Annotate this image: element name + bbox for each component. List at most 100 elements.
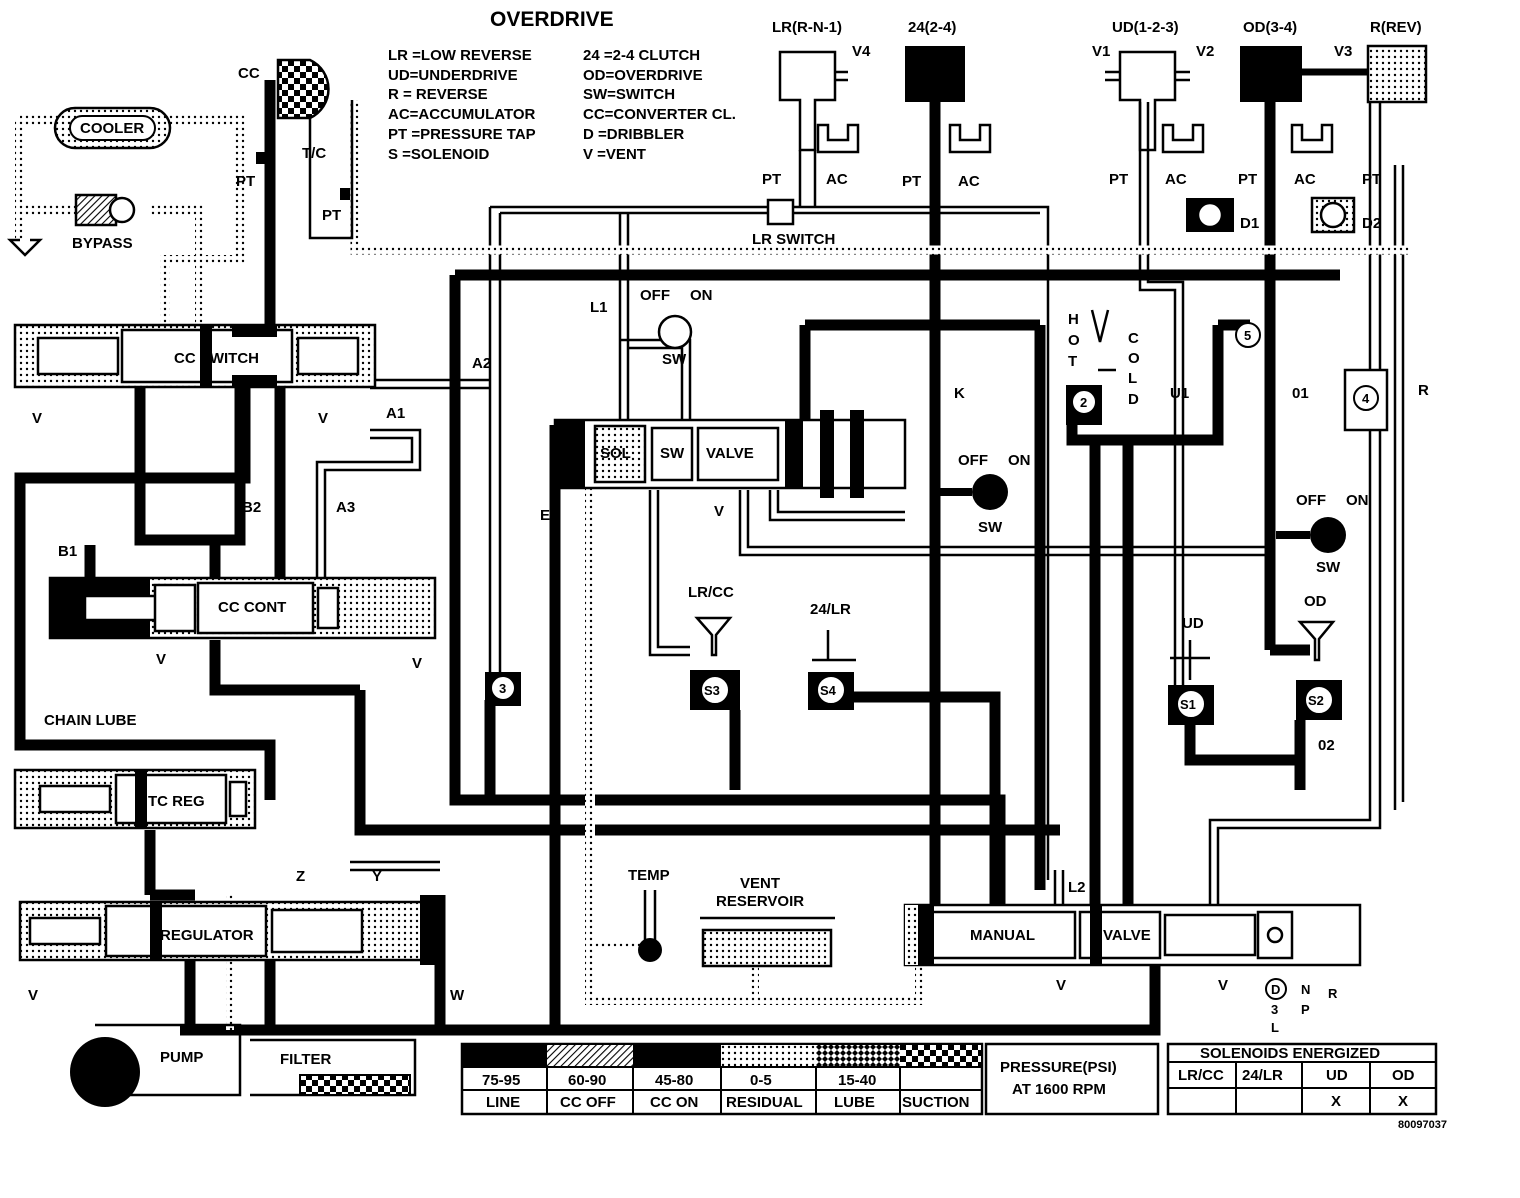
- legend-name-suction: SUCTION: [902, 1094, 970, 1111]
- pt-label-rev: PT: [1362, 171, 1381, 188]
- torque-converter: [276, 58, 354, 240]
- clutch-rev-label: R(REV): [1370, 19, 1422, 36]
- s4-name: 24/LR: [810, 601, 851, 618]
- legend-name-ccoff: CC OFF: [560, 1094, 616, 1111]
- abbrev-v: V =VENT: [583, 146, 646, 163]
- solenoid-switch-valve: [553, 410, 907, 498]
- vent-cc-switch-left: V: [32, 410, 42, 427]
- a1-label: A1: [386, 405, 405, 422]
- cold-d: D: [1128, 391, 1139, 408]
- legend-name-lube: LUBE: [834, 1094, 875, 1111]
- legend-name-ccon: CC ON: [650, 1094, 698, 1111]
- vent-sol-valve: V: [714, 503, 724, 520]
- od-clutch: [1240, 46, 1302, 102]
- legend-range-lube: 15-40: [838, 1072, 876, 1089]
- abbrev-od: OD=OVERDRIVE: [583, 67, 703, 84]
- pt-label-od: PT: [1238, 171, 1257, 188]
- ud-clutch: V1 V2: [1092, 43, 1214, 152]
- l1-sw: SW: [662, 351, 687, 368]
- detent-r: R: [1328, 986, 1338, 1001]
- k-label: K: [954, 385, 965, 402]
- clutch-ud-label: UD(1-2-3): [1112, 19, 1179, 36]
- legend-range-ccon: 45-80: [655, 1072, 693, 1089]
- c24-on: ON: [1008, 452, 1031, 469]
- vent-reservoir-label-1: VENT: [740, 875, 780, 892]
- rev-clutch: [1366, 44, 1428, 104]
- cooler-label: COOLER: [80, 120, 144, 137]
- valve-label: VALVE: [706, 445, 754, 462]
- abbrev-d: D =DRIBBLER: [583, 126, 684, 143]
- ac-label-ud: AC: [1165, 171, 1187, 188]
- top-tap-labels: PT AC PT AC PT AC PT AC PT: [762, 171, 1381, 190]
- l2-label: L2: [1068, 879, 1086, 896]
- b1-label: B1: [58, 543, 77, 560]
- legend-range-ccoff: 60-90: [568, 1072, 606, 1089]
- abbrev-r: R = REVERSE: [388, 86, 488, 103]
- w-label: W: [450, 987, 465, 1004]
- hot-t: T: [1068, 353, 1077, 370]
- figure-id: 80097037: [1398, 1119, 1447, 1131]
- sol-table-v2: X: [1331, 1093, 1341, 1110]
- od-off: OFF: [1296, 492, 1326, 509]
- abbrev-s: S =SOLENOID: [388, 146, 489, 163]
- sw-valve-label: SW: [660, 445, 685, 462]
- abbrev-24: 24 =2-4 CLUTCH: [583, 47, 700, 64]
- sol-table-h0: LR/CC: [1178, 1067, 1224, 1084]
- detent-positions: D 3 L N P R: [1265, 978, 1338, 1035]
- ac-label-lr: AC: [826, 171, 848, 188]
- detent-l: L: [1271, 1020, 1279, 1035]
- solenoids-energized-table: SOLENOIDS ENERGIZED LR/CC 24/LR UD OD X …: [1166, 1042, 1438, 1116]
- line-pressure-pipes: [14, 80, 1340, 1036]
- vent-reservoir: [700, 916, 835, 968]
- cc-switch-valve: [13, 323, 377, 389]
- regulator-valve: [18, 895, 442, 965]
- pump: [70, 1037, 140, 1107]
- vent-reservoir-label-2: RESERVOIR: [716, 893, 804, 910]
- c24-off: OFF: [958, 452, 988, 469]
- o2-label: 02: [1318, 737, 1335, 754]
- c24-clutch: [905, 46, 965, 102]
- ac-label-24: AC: [958, 173, 980, 190]
- pressure-legend: 75-95 60-90 45-80 0-5 15-40 LINE CC OFF …: [460, 1042, 984, 1116]
- pt-label-ud: PT: [1109, 171, 1128, 188]
- od-pressure-switch: [1310, 517, 1346, 553]
- check-5: 5: [1244, 328, 1251, 343]
- c24-sw: SW: [978, 519, 1003, 536]
- lr-switch-label: LR SWITCH: [752, 231, 835, 248]
- s2-name: OD: [1304, 593, 1327, 610]
- od-v3-label: V3: [1334, 43, 1352, 60]
- lr-v4-label: V4: [852, 43, 871, 60]
- cc-switch-label: CC SWITCH: [174, 350, 259, 367]
- sol-table-h2: UD: [1326, 1067, 1348, 1084]
- u1-label: U1: [1170, 385, 1189, 402]
- pressure-title-2: AT 1600 RPM: [1012, 1081, 1106, 1098]
- manual-label: MANUAL: [970, 927, 1035, 944]
- cc-cont-label: CC CONT: [218, 599, 286, 616]
- od-sw: SW: [1316, 559, 1341, 576]
- l1-off: OFF: [640, 287, 670, 304]
- accumulators: [816, 123, 1334, 154]
- cc-control-valve: [48, 576, 437, 640]
- pressure-title-box: PRESSURE(PSI) AT 1600 RPM: [984, 1042, 1160, 1116]
- temp-label: TEMP: [628, 867, 670, 884]
- abbrev-cc: CC=CONVERTER CL.: [583, 106, 736, 123]
- legend-name-residual: RESIDUAL: [726, 1094, 803, 1111]
- detent-d: D: [1271, 982, 1280, 997]
- l1-label: L1: [590, 299, 608, 316]
- s1-name: UD: [1182, 615, 1204, 632]
- check-4: 4: [1362, 391, 1370, 406]
- abbrev-ud: UD=UNDERDRIVE: [388, 67, 518, 84]
- cold-c: C: [1128, 330, 1139, 347]
- check-3: 3: [499, 681, 506, 696]
- ac-label-od: AC: [1294, 171, 1316, 188]
- abbrev-sw: SW=SWITCH: [583, 86, 675, 103]
- tc-regulator-valve: [13, 768, 257, 830]
- l1-pressure-switch: [657, 314, 693, 350]
- a3-label: A3: [336, 499, 355, 516]
- d1-label: D1: [1240, 215, 1259, 232]
- sol-table-h1: 24/LR: [1242, 1067, 1283, 1084]
- ud-v1-label: V1: [1092, 43, 1110, 60]
- check-2: 2: [1080, 395, 1087, 410]
- s3-name: LR/CC: [688, 584, 734, 601]
